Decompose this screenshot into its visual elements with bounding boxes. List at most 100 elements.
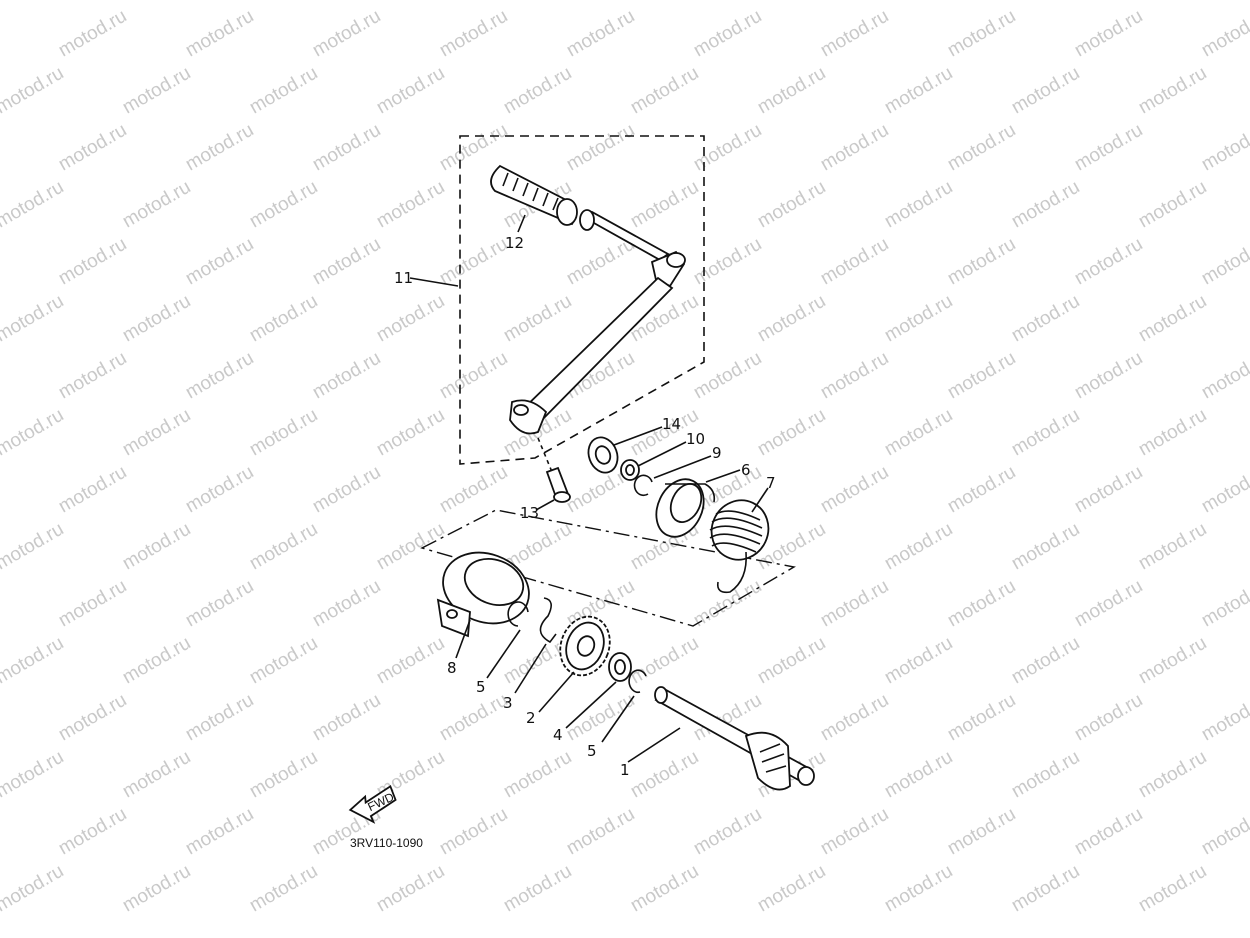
watermark-text: motod.ru (119, 519, 194, 575)
watermark-text: motod.ru (373, 519, 448, 575)
spring-guide-part-6 (655, 469, 741, 538)
callout-13: 13 (520, 504, 539, 522)
watermark-text: motod.ru (246, 747, 321, 803)
watermark-text: motod.ru (881, 405, 956, 461)
watermark-text: motod.ru (246, 291, 321, 347)
watermark-text: motod.ru (944, 690, 1019, 746)
watermark-text: motod.ru (1071, 234, 1146, 290)
watermark-text: motod.ru (563, 120, 638, 176)
watermark-text: motod.ru (309, 234, 384, 290)
callout-5-lower: 5 (587, 742, 597, 760)
watermark-text: motod.ru (690, 576, 765, 632)
circlip-part-5-upper (486, 601, 529, 679)
watermark-text: motod.ru (881, 519, 956, 575)
watermark-text: motod.ru (1008, 861, 1083, 917)
watermark-text: motod.ru (1071, 120, 1146, 176)
watermark-text: motod.ru (1071, 690, 1146, 746)
callout-1: 1 (620, 761, 630, 779)
circlip-part-5-lower (601, 669, 647, 743)
watermark-text: motod.ru (500, 861, 575, 917)
watermark-text: motod.ru (1071, 462, 1146, 518)
watermark-text: motod.ru (373, 63, 448, 119)
watermark-text: motod.ru (817, 6, 892, 62)
circlip-part-9 (633, 455, 712, 497)
washer-part-10 (620, 441, 687, 481)
watermark-text: motod.ru (309, 576, 384, 632)
watermark-text: motod.ru (944, 576, 1019, 632)
watermark-text: motod.ru (1135, 63, 1210, 119)
callout-11: 11 (394, 269, 413, 287)
watermark-text: motod.ru (627, 177, 702, 233)
watermark-text: motod.ru (55, 576, 130, 632)
watermark-text: motod.ru (1198, 462, 1250, 518)
watermark-text: motod.ru (309, 462, 384, 518)
watermark-text: motod.ru (119, 63, 194, 119)
watermark-text: motod.ru (436, 462, 511, 518)
watermark-text: motod.ru (881, 633, 956, 689)
watermark-text: motod.ru (373, 177, 448, 233)
watermark-text: motod.ru (309, 120, 384, 176)
watermark-text: motod.ru (119, 861, 194, 917)
watermark-text: motod.ru (0, 633, 67, 689)
watermark-text: motod.ru (754, 63, 829, 119)
watermark-text: motod.ru (309, 348, 384, 404)
watermark-text: motod.ru (0, 747, 67, 803)
watermark-text: motod.ru (55, 462, 130, 518)
kick-crank-assembly-boundary (459, 135, 705, 465)
watermark-text: motod.ru (246, 177, 321, 233)
watermark-text: motod.ru (881, 291, 956, 347)
callout-5-upper: 5 (476, 678, 486, 696)
watermark-text: motod.ru (563, 804, 638, 860)
watermark-text: motod.ru (119, 747, 194, 803)
callout-10: 10 (686, 430, 705, 448)
kick-shaft-holder-part-8 (436, 551, 530, 659)
watermark-text: motod.ru (0, 405, 67, 461)
watermark-text: motod.ru (1135, 405, 1210, 461)
watermark-text: motod.ru (119, 633, 194, 689)
watermark-text: motod.ru (690, 6, 765, 62)
watermark-text: motod.ru (55, 804, 130, 860)
watermark-text: motod.ru (373, 291, 448, 347)
watermark-text: motod.ru (436, 348, 511, 404)
watermark-text: motod.ru (1008, 519, 1083, 575)
watermark-text: motod.ru (55, 6, 130, 62)
watermark-text: motod.ru (1135, 861, 1210, 917)
watermark-text: motod.ru (1135, 747, 1210, 803)
watermark-text: motod.ru (754, 177, 829, 233)
watermark-text: motod.ru (944, 804, 1019, 860)
watermark-text: motod.ru (436, 6, 511, 62)
watermark-text: motod.ru (817, 804, 892, 860)
watermark-text: motod.ru (436, 690, 511, 746)
watermark-text: motod.ru (1071, 576, 1146, 632)
watermark-text: motod.ru (436, 234, 511, 290)
watermark-text: motod.ru (500, 63, 575, 119)
callout-3: 3 (503, 694, 513, 712)
watermark-text: motod.ru (1008, 405, 1083, 461)
watermark-text: motod.ru (246, 861, 321, 917)
watermark-text: motod.ru (1198, 690, 1250, 746)
watermark-text: motod.ru (1071, 348, 1146, 404)
watermark-text: motod.ru (246, 519, 321, 575)
callout-leader-11 (409, 277, 459, 287)
watermark-text: motod.ru (944, 234, 1019, 290)
watermark-text: motod.ru (690, 804, 765, 860)
watermark-text: motod.ru (55, 234, 130, 290)
watermark-text: motod.ru (0, 519, 67, 575)
watermark-text: motod.ru (881, 747, 956, 803)
watermark-text: motod.ru (881, 177, 956, 233)
watermark-text: motod.ru (500, 747, 575, 803)
watermark-text: motod.ru (55, 120, 130, 176)
watermark-text: motod.ru (563, 6, 638, 62)
watermark-text: motod.ru (1198, 804, 1250, 860)
clip-part-3 (514, 597, 557, 694)
watermark-text: motod.ru (881, 63, 956, 119)
watermark-text: motod.ru (563, 690, 638, 746)
watermark-text: motod.ru (690, 234, 765, 290)
watermark-text: motod.ru (55, 348, 130, 404)
watermark-text: motod.ru (1008, 291, 1083, 347)
watermark-text: motod.ru (817, 120, 892, 176)
watermark-text: motod.ru (182, 120, 257, 176)
watermark-text: motod.ru (754, 861, 829, 917)
watermark-text: motod.ru (373, 633, 448, 689)
